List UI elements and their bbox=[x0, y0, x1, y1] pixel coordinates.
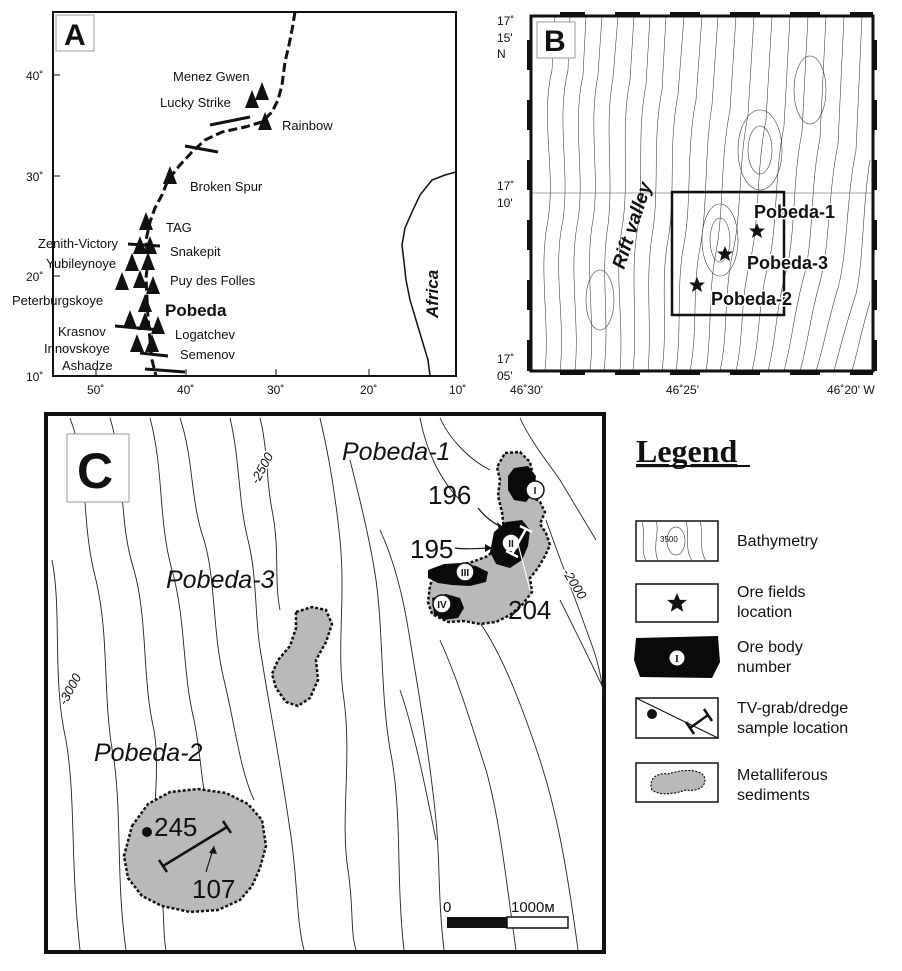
vent-label: Broken Spur bbox=[190, 179, 263, 194]
svg-text:IV: IV bbox=[437, 600, 447, 611]
panel-a-label-box bbox=[55, 14, 95, 52]
vent-label: TAG bbox=[166, 220, 192, 235]
svg-text:20˚: 20˚ bbox=[26, 270, 43, 284]
legend-sediment-label-2: sediments bbox=[737, 787, 810, 804]
svg-text:3500: 3500 bbox=[660, 535, 678, 544]
legend-bathymetry-swatch: 3500 bbox=[635, 520, 719, 562]
legend-title: Legend bbox=[636, 433, 738, 469]
svg-text:17˚: 17˚ bbox=[497, 14, 514, 28]
svg-text:II: II bbox=[508, 539, 514, 550]
legend-star-swatch bbox=[635, 583, 719, 623]
svg-text:46˚25': 46˚25' bbox=[666, 383, 699, 397]
tv-grab-245-marker bbox=[142, 827, 152, 837]
vent-menez-gwen-marker bbox=[255, 82, 269, 100]
svg-text:30˚: 30˚ bbox=[26, 170, 43, 184]
svg-text:46˚30': 46˚30' bbox=[510, 383, 543, 397]
panel-c-detail-map bbox=[44, 412, 606, 954]
vent-label: Logatchev bbox=[175, 327, 235, 342]
panel-a-axis-labels: 40˚ 30˚ 20˚ 10˚ 50˚ 40˚ 30˚ 20˚ 10˚ bbox=[26, 69, 466, 397]
scale-bar bbox=[447, 916, 569, 929]
sample-196-label: 196 bbox=[428, 480, 471, 510]
svg-text:17˚: 17˚ bbox=[497, 352, 514, 366]
legend-sample-swatch bbox=[635, 697, 719, 739]
panel-b-pobeda-2-label: Pobeda-2 bbox=[711, 289, 792, 309]
svg-text:I: I bbox=[534, 486, 537, 497]
svg-text:50˚: 50˚ bbox=[87, 383, 104, 397]
panel-b-bathymetry-map bbox=[527, 12, 877, 375]
legend-sediment-swatch bbox=[635, 762, 719, 803]
pobeda-2-star bbox=[689, 277, 705, 292]
sample-204-label: 204 bbox=[508, 595, 551, 625]
vent-tag-marker bbox=[139, 212, 153, 230]
legend-sample-label-2: sample location bbox=[737, 720, 848, 737]
svg-text:N: N bbox=[497, 47, 506, 61]
vent-label: Yubileynoye bbox=[46, 256, 116, 271]
panel-b-pobeda-3-label: Pobeda-3 bbox=[747, 253, 828, 273]
svg-text:30˚: 30˚ bbox=[267, 383, 284, 397]
vent-label: Irinovskoye bbox=[44, 341, 110, 356]
svg-text:10˚: 10˚ bbox=[26, 370, 43, 384]
legend-sample-label-1: TV-grab/dredge bbox=[737, 700, 848, 717]
vent-label: Zenith-Victory bbox=[38, 236, 118, 251]
panel-c-pobeda-3-label: Pobeda-3 bbox=[166, 566, 275, 594]
vent-broken-spur-marker bbox=[163, 166, 177, 184]
sample-195-label: 195 bbox=[410, 534, 453, 564]
panel-b-letter: B bbox=[544, 25, 566, 58]
svg-text:40˚: 40˚ bbox=[177, 383, 194, 397]
svg-text:I: I bbox=[675, 654, 679, 665]
svg-text:40˚: 40˚ bbox=[26, 69, 43, 83]
sample-107-label: 107 bbox=[192, 874, 235, 904]
svg-text:III: III bbox=[461, 568, 470, 579]
dredge-204-line bbox=[505, 524, 533, 559]
pobeda-1-star bbox=[749, 223, 765, 238]
legend-ore-body-label-1: Ore body bbox=[737, 639, 803, 656]
panel-a-vent-labels: Menez Gwen Lucky Strike Rainbow Broken S… bbox=[12, 69, 333, 373]
vent-label: Ashadze bbox=[62, 358, 113, 373]
panel-c-pobeda-1-label: Pobeda-1 bbox=[342, 438, 450, 466]
dredge-107-line bbox=[157, 820, 233, 873]
panel-b-axis-labels: 17˚ 15' N 17˚ 10' 17˚ 05' 46˚30' 46˚25' … bbox=[497, 14, 875, 397]
legend-bathymetry-label: Bathymetry bbox=[737, 533, 818, 550]
legend-sediment-label-1: Metalliferous bbox=[737, 767, 828, 784]
vent-label: Menez Gwen bbox=[173, 69, 250, 84]
svg-text:15': 15' bbox=[497, 31, 513, 45]
legend-ore-body-swatch: I bbox=[634, 636, 720, 678]
vent-label: Snakepit bbox=[170, 244, 221, 259]
panel-c-pobeda-2-label: Pobeda-2 bbox=[94, 739, 203, 767]
scale-zero-label: 0 bbox=[443, 899, 451, 916]
legend-ore-fields-label-2: location bbox=[737, 604, 792, 621]
vent-lucky-strike-marker bbox=[245, 90, 259, 108]
vent-label: Lucky Strike bbox=[160, 95, 231, 110]
svg-text:46˚20' W: 46˚20' W bbox=[827, 383, 875, 397]
pobeda-3-sediment bbox=[270, 605, 334, 708]
svg-text:20˚: 20˚ bbox=[360, 383, 377, 397]
vent-label: Puy des Folles bbox=[170, 273, 256, 288]
panel-a-letter: A bbox=[64, 19, 86, 52]
vent-label: Rainbow bbox=[282, 118, 333, 133]
legend-ore-fields-label-1: Ore fields bbox=[737, 584, 805, 601]
panel-c-label-box bbox=[66, 433, 130, 503]
vent-label: Semenov bbox=[180, 347, 235, 362]
panel-b-pobeda-1-label: Pobeda-1 bbox=[754, 202, 835, 222]
panel-a-map bbox=[52, 11, 457, 377]
svg-text:10': 10' bbox=[497, 196, 513, 210]
svg-text:17˚: 17˚ bbox=[497, 179, 514, 193]
panel-c-letter: C bbox=[77, 443, 113, 499]
pobeda-2-sediment bbox=[122, 787, 268, 914]
vent-label-pobeda: Pobeda bbox=[165, 301, 227, 320]
africa-label: Africa bbox=[423, 270, 442, 319]
legend-ore-body-label-2: number bbox=[737, 659, 792, 676]
sample-245-label: 245 bbox=[154, 812, 197, 842]
vent-label: Krasnov bbox=[58, 324, 106, 339]
ore-body-numbers: I II III IV bbox=[437, 486, 536, 611]
scale-distance-label: 1000м bbox=[511, 899, 555, 916]
pobeda-3-star bbox=[717, 246, 733, 261]
vent-label: Peterburgskoye bbox=[12, 293, 103, 308]
study-area-box bbox=[670, 190, 786, 317]
svg-text:10˚: 10˚ bbox=[449, 383, 466, 397]
panel-b-label-box bbox=[536, 21, 576, 59]
vent-rainbow-marker bbox=[258, 112, 272, 130]
svg-text:05': 05' bbox=[497, 369, 513, 383]
